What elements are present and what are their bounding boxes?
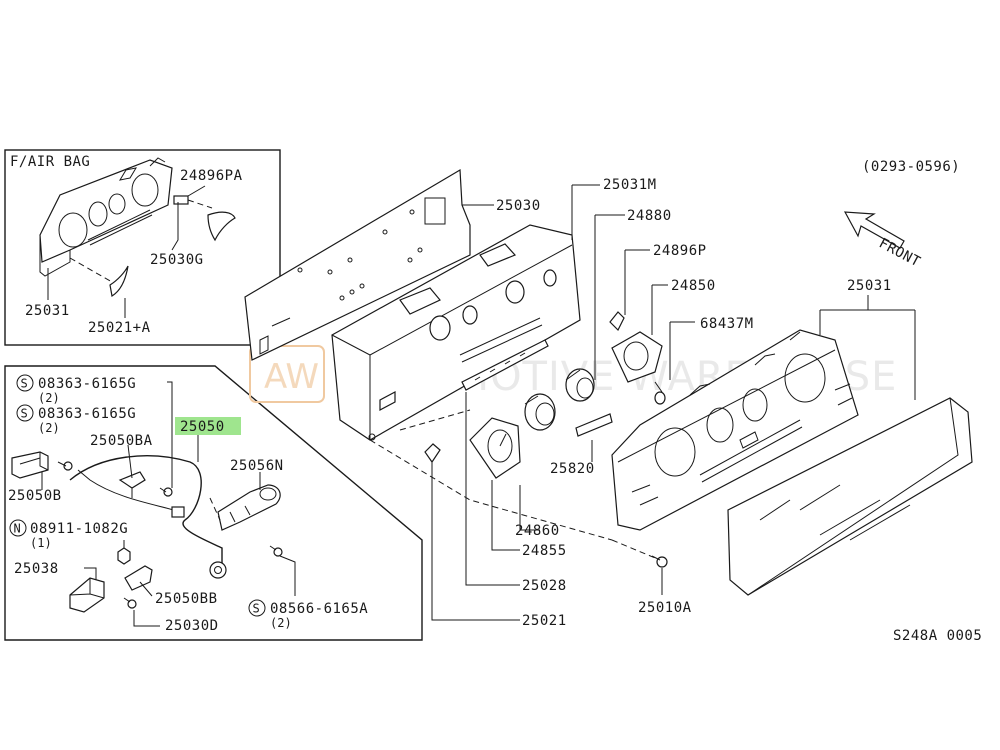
dash-projection-c	[611, 539, 661, 561]
inset-harness: S 08363-6165G (2) S 08363-6165G (2) 2505…	[4, 365, 423, 641]
footer-code: S248A 0005	[893, 628, 982, 644]
clip-25050ba	[118, 471, 146, 498]
watermark-logo: AW	[264, 357, 319, 397]
inset-airbag-title: F/AIR BAG	[10, 154, 90, 170]
label-24896p: 24896P	[653, 243, 707, 259]
inset-airbag-frame	[4, 149, 281, 346]
trim-25021a	[109, 265, 129, 297]
leader-24896p	[624, 249, 650, 315]
nut-08911	[117, 547, 131, 565]
label-25031m: 25031M	[603, 177, 657, 193]
n-circle-letter: N	[14, 522, 21, 536]
airbag-cluster-housing	[39, 157, 173, 277]
label-25021a: 25021+A	[88, 320, 151, 336]
leader-24880	[594, 214, 625, 380]
watermark-logo-box	[249, 345, 325, 403]
label-08566-qty: (2)	[270, 616, 292, 630]
label-24850: 24850	[671, 278, 716, 294]
bracket-25056n	[217, 484, 281, 531]
leader-25031	[819, 295, 916, 400]
dash-projection-a	[369, 439, 613, 541]
label-25050: 25050	[180, 419, 225, 435]
s-circle-3-letter: S	[253, 602, 260, 616]
gauge-24850	[611, 331, 663, 383]
leader-25021	[431, 462, 520, 621]
harness-wire-25050	[69, 455, 223, 565]
label-25030: 25030	[496, 198, 541, 214]
label-24896pa: 24896PA	[180, 168, 243, 184]
label-25038: 25038	[14, 561, 59, 577]
plate-25820	[575, 413, 613, 437]
label-08911-qty: (1)	[30, 536, 52, 550]
circuit-board-25030	[244, 168, 471, 361]
screw-25030d	[123, 597, 137, 609]
screw-25010a	[651, 555, 668, 568]
label-08911-1082g: 08911-1082G	[30, 521, 128, 537]
cluster-lid-25031	[611, 329, 859, 531]
label-08363-qty-a: (2)	[38, 391, 60, 405]
label-25030g: 25030G	[150, 252, 204, 268]
s-circle-1	[16, 374, 34, 392]
s-circle-3	[248, 599, 266, 617]
harness-connector-b-pin	[214, 566, 222, 574]
label-24860: 24860	[515, 523, 560, 539]
inset-harness-frame	[4, 365, 423, 641]
indicator-strip-25028	[461, 339, 549, 391]
label-25010a: 25010A	[638, 600, 692, 616]
leader-68437m	[669, 321, 695, 380]
label-25050bb: 25050BB	[155, 591, 218, 607]
bracket-24896p	[609, 311, 625, 332]
screw-center	[159, 487, 173, 497]
label-25021: 25021	[522, 613, 567, 629]
leader-25028	[465, 392, 520, 586]
screw-08566	[269, 545, 283, 557]
bracket-25050bb	[124, 565, 153, 591]
label-68437m: 68437M	[700, 316, 754, 332]
glass-lens-25031	[727, 397, 973, 596]
gauge-24855	[469, 417, 521, 479]
label-24880: 24880	[627, 208, 672, 224]
label-08363-6165g-b: 08363-6165G	[38, 406, 136, 422]
label-25031: 25031	[847, 278, 892, 294]
front-arrow-icon	[843, 211, 905, 249]
date-range: (0293-0596)	[862, 159, 960, 175]
inset-airbag: F/AIR BAG 24896PA 25030G 25031 25021+A	[4, 149, 281, 346]
label-08363-qty-b: (2)	[38, 421, 60, 435]
label-25820: 25820	[550, 461, 595, 477]
bracket-24896pa	[207, 211, 236, 242]
label-25050ba: 25050BA	[90, 433, 153, 449]
harness-connector-a	[171, 506, 185, 518]
label-25031-inset: 25031	[25, 303, 70, 319]
dash-projection-b	[399, 409, 471, 431]
s-circle-1-letter: S	[21, 377, 28, 391]
leader-24850	[651, 284, 668, 335]
label-08566-6165a: 08566-6165A	[270, 601, 368, 617]
screw-25030g	[173, 195, 189, 205]
gauge-24860	[524, 393, 556, 431]
connector-25038	[69, 577, 105, 613]
label-25050b: 25050B	[8, 488, 62, 504]
dash-25056n	[209, 497, 221, 521]
harness-connector-b	[209, 561, 227, 579]
leader-24855	[491, 480, 520, 551]
trim-25021	[424, 443, 441, 464]
bulb-68437m	[654, 381, 666, 405]
screw-left	[57, 461, 73, 471]
n-circle	[9, 519, 27, 537]
leader-24860	[519, 485, 540, 531]
label-24855: 24855	[522, 543, 567, 559]
gauge-24880	[565, 368, 595, 402]
cluster-housing-25031m	[331, 224, 581, 441]
label-25028: 25028	[522, 578, 567, 594]
label-08363-6165g-a: 08363-6165G	[38, 376, 136, 392]
label-25056n: 25056N	[230, 458, 284, 474]
s-circle-2-letter: S	[21, 407, 28, 421]
highlight-25050	[175, 417, 241, 435]
label-25030d: 25030D	[165, 618, 219, 634]
s-circle-2	[16, 404, 34, 422]
leader-25031m	[571, 184, 600, 240]
bracket-25050b	[11, 451, 49, 479]
